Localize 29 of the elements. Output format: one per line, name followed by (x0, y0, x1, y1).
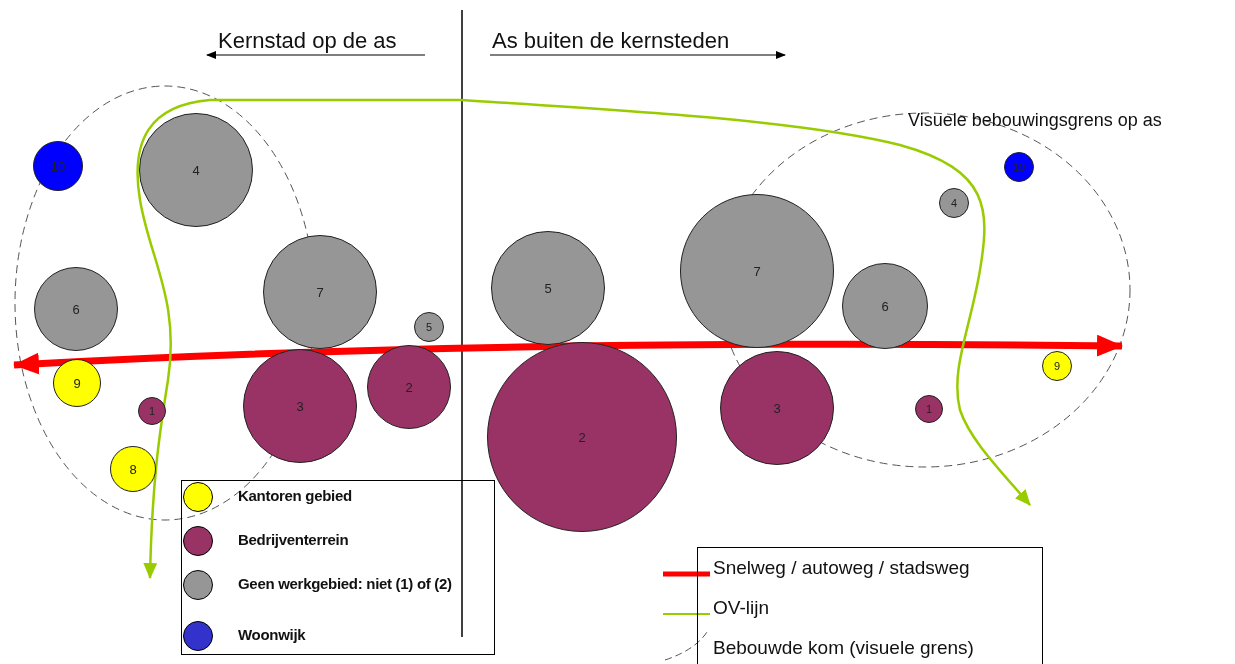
area-circle: 10 (33, 141, 83, 191)
area-circle: 4 (139, 113, 253, 227)
area-circle: 3 (243, 349, 357, 463)
area-circle: 9 (53, 359, 101, 407)
area-circle: 5 (414, 312, 444, 342)
area-circle: 9 (1042, 351, 1072, 381)
direction-label: As buiten de kernsteden (492, 28, 730, 54)
legend-label: Bedrijventerrein (238, 531, 349, 548)
area-circle: 1 (138, 397, 166, 425)
area-circle: 7 (680, 194, 834, 348)
legend-label: OV-lijn (713, 597, 769, 619)
area-circle: 6 (842, 263, 928, 349)
legend-label: Bebouwde kom (visuele grens) (713, 637, 974, 659)
area-circle: 6 (34, 267, 118, 351)
area-circle: 1 (915, 395, 943, 423)
area-circle: 2 (487, 342, 677, 532)
direction-label: Kernstad op de as (218, 28, 397, 54)
boundary-label: Visuele bebouwingsgrens op as (908, 110, 1162, 131)
legend-label: Snelweg / autoweg / stadsweg (713, 557, 970, 579)
legend-label: Geen werkgebied: niet (1) of (2) (238, 575, 452, 592)
area-circle: 2 (367, 345, 451, 429)
area-circle: 4 (939, 188, 969, 218)
area-circle: 7 (263, 235, 377, 349)
area-circle: 5 (491, 231, 605, 345)
area-circle: 10 (1004, 152, 1034, 182)
area-circle: 3 (720, 351, 834, 465)
legend-label: Woonwijk (238, 626, 306, 643)
area-circle: 8 (110, 446, 156, 492)
legend-label: Kantoren gebied (238, 487, 352, 504)
